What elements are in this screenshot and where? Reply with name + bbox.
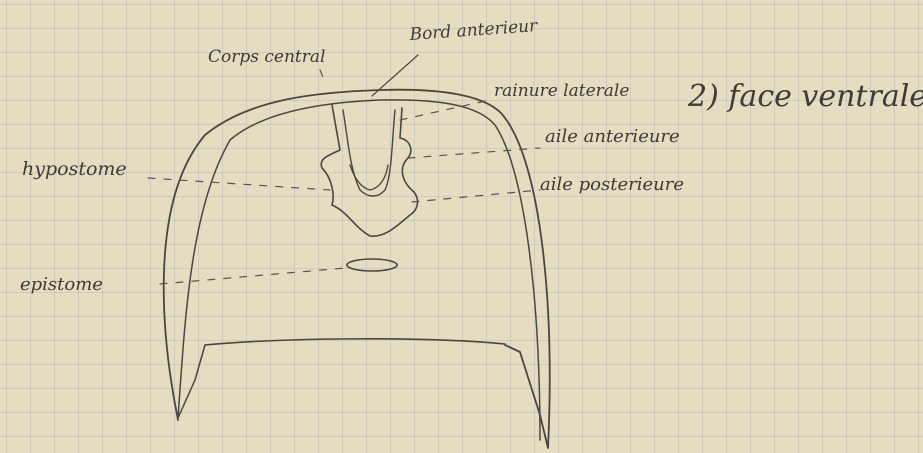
label-rainure-laterale: rainure laterale	[494, 81, 629, 101]
label-hypostome: hypostome	[22, 158, 127, 180]
hypostome-outline	[321, 105, 417, 236]
label-aile-posterieure: aile posterieure	[540, 174, 684, 195]
leader-epistome	[160, 268, 345, 284]
label-aile-anterieure: aile anterieure	[545, 126, 680, 147]
leader-aile-anterieure	[408, 148, 540, 158]
hypostome-inner-groove	[343, 110, 395, 196]
epistome-oval	[347, 259, 397, 271]
label-bord-anterieur: Bord anterieur	[408, 16, 539, 45]
page-title: 2) face ventrale	[687, 79, 923, 114]
leader-hypostome	[148, 178, 330, 190]
label-corps-central: Corps central	[208, 47, 325, 67]
shield-outer-outline	[164, 90, 550, 448]
hypostome-central-furrow	[350, 165, 388, 190]
lower-margin-line	[205, 339, 505, 345]
leader-corps-central	[320, 70, 325, 82]
label-epistome: epistome	[20, 274, 103, 295]
